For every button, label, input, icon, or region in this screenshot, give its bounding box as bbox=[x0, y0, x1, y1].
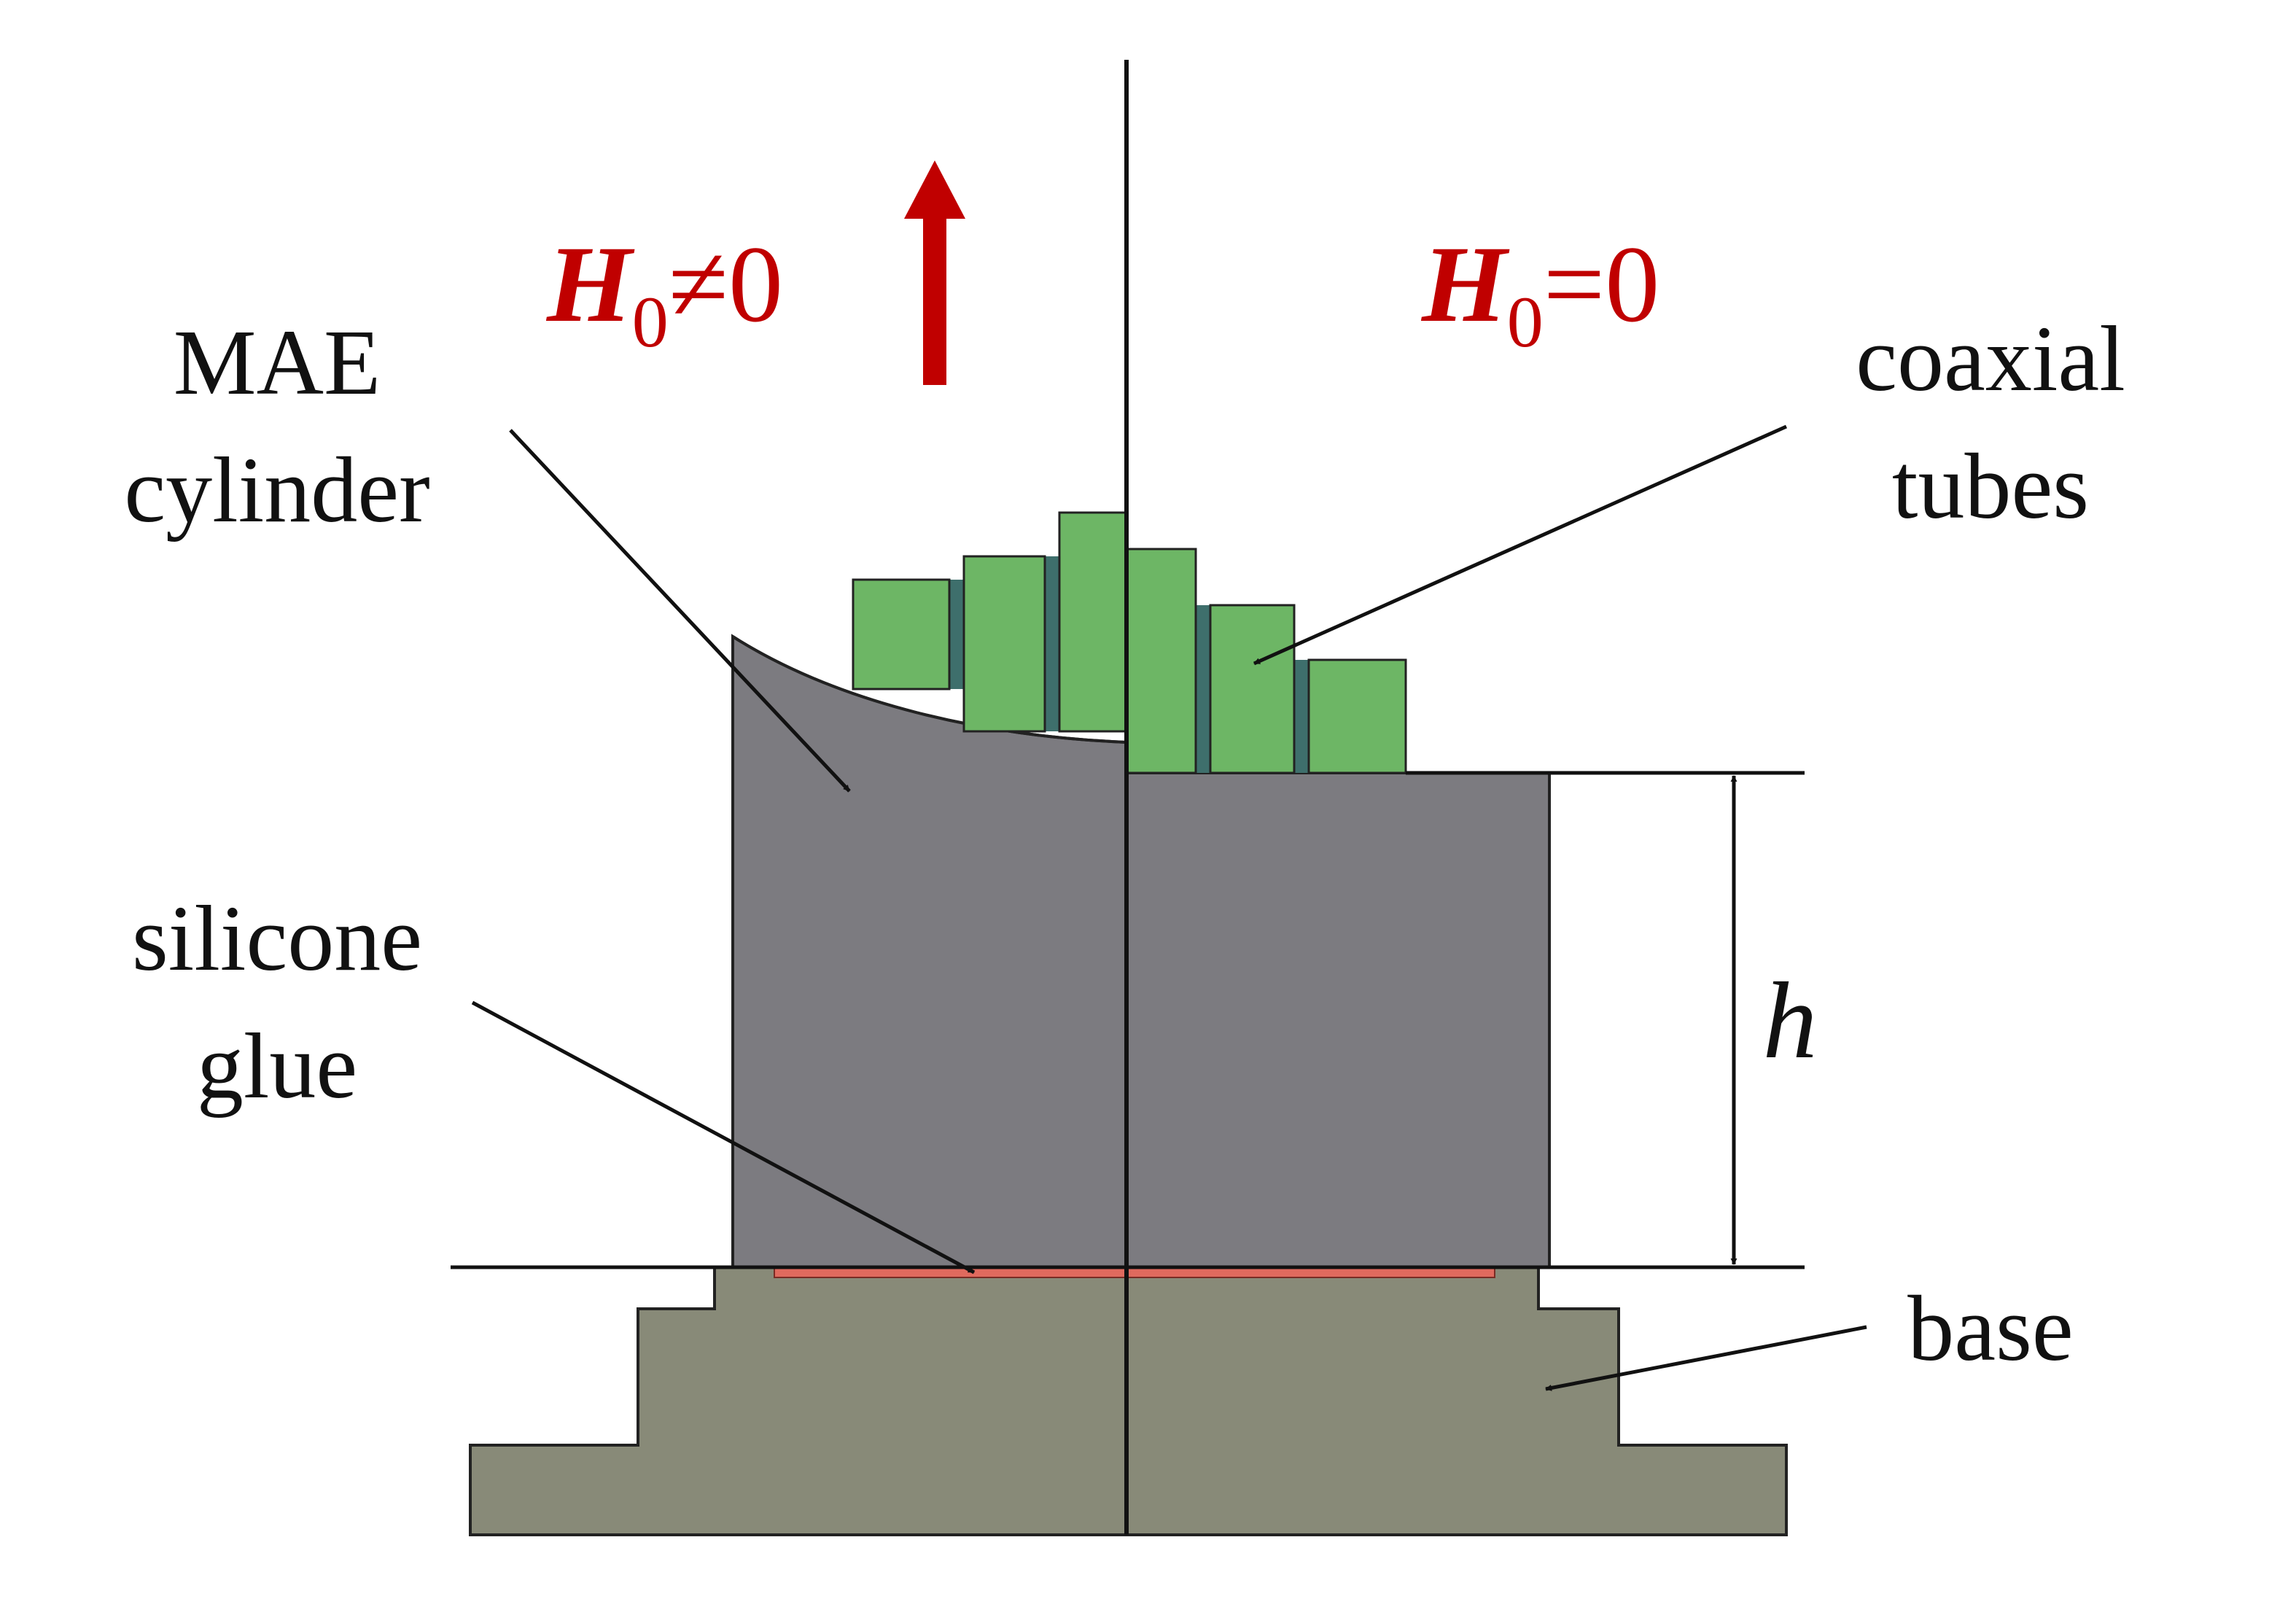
coaxial-label-line1: coaxial bbox=[1856, 307, 2125, 411]
coaxial-tube bbox=[1125, 548, 1197, 774]
coaxial-tubes-right bbox=[1125, 548, 1407, 774]
deformed-surface-curve bbox=[731, 635, 1127, 744]
coaxial-pointer bbox=[1253, 424, 1788, 666]
height-label: h bbox=[1763, 960, 1818, 1081]
coaxial-tubes-left bbox=[852, 511, 1128, 733]
coaxial-tube bbox=[852, 578, 951, 690]
silicone-pointer bbox=[471, 1000, 976, 1275]
mae-pointer bbox=[509, 429, 851, 793]
coaxial-tube bbox=[1307, 658, 1407, 774]
coaxial-tube bbox=[1209, 604, 1296, 774]
coaxial-label-line2: tubes bbox=[1892, 435, 2089, 538]
field-off-label: H0=0 bbox=[1420, 224, 1659, 362]
silicone-label-line1: silicone bbox=[132, 887, 422, 990]
mae-cylinder-right-half bbox=[1125, 771, 1551, 1269]
mae-label-line2: cylinder bbox=[124, 438, 429, 542]
base-pointer bbox=[1545, 1325, 1867, 1391]
silicone-label-line2: glue bbox=[197, 1014, 357, 1118]
coaxial-tube bbox=[1058, 511, 1128, 733]
field-on-label: H0≠0 bbox=[545, 224, 783, 362]
mae-label-line1: MAE bbox=[174, 311, 381, 414]
base-label: base bbox=[1907, 1277, 2073, 1380]
tube-gaps bbox=[949, 556, 1309, 773]
coaxial-tube bbox=[962, 555, 1046, 733]
arrow-up-icon bbox=[904, 160, 965, 385]
